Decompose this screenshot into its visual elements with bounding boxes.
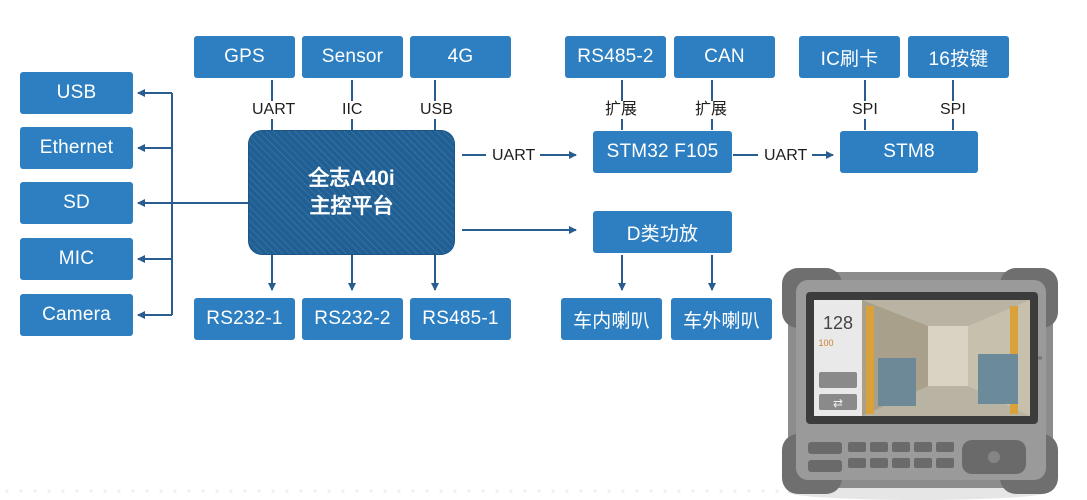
core-platform: 全志A40i 主控平台	[248, 130, 455, 255]
speaker-inside: 车内喇叭	[561, 298, 662, 340]
speaker-outside: 车外喇叭	[671, 298, 772, 340]
keys-module: 16按键	[908, 36, 1009, 78]
4g-bus-label: USB	[418, 101, 455, 119]
gps-bus-label: UART	[250, 101, 298, 119]
ic-card-bus-label: SPI	[850, 101, 880, 119]
stm32-stm8-uart-label: UART	[762, 147, 810, 165]
rs232-1-module: RS232-1	[194, 298, 295, 340]
rs485-1-module: RS485-1	[410, 298, 511, 340]
screen-subnumber: 100	[818, 338, 833, 348]
sensor-bus-label: IIC	[340, 101, 365, 119]
keys-bus-label: SPI	[938, 101, 968, 119]
gps-module: GPS	[194, 36, 295, 78]
device-image: 128 100 ⇄	[782, 268, 1058, 500]
usb-interface: USB	[20, 72, 133, 114]
can-bus-label: 扩展	[693, 101, 730, 119]
core-stm32-uart-label: UART	[490, 147, 538, 165]
svg-text:⇄: ⇄	[833, 396, 843, 410]
mic-interface: MIC	[20, 238, 133, 280]
rs485-2-module: RS485-2	[565, 36, 666, 78]
stm8-module: STM8	[840, 131, 978, 173]
rs232-2-module: RS232-2	[302, 298, 403, 340]
sd-interface: SD	[20, 182, 133, 224]
screen-number: 128	[823, 313, 853, 333]
class-d-amp: D类功放	[593, 211, 732, 253]
can-module: CAN	[674, 36, 775, 78]
ic-card-module: IC刷卡	[799, 36, 900, 78]
4g-module: 4G	[410, 36, 511, 78]
rs485-2-bus-label: 扩展	[603, 101, 640, 119]
stm32-module: STM32 F105	[593, 131, 732, 173]
camera-interface: Camera	[20, 294, 133, 336]
decorative-dots	[0, 488, 780, 494]
core-title: 全志A40i	[308, 166, 395, 190]
core-subtitle: 主控平台	[309, 194, 394, 218]
ethernet-interface: Ethernet	[20, 127, 133, 169]
sensor-module: Sensor	[302, 36, 403, 78]
